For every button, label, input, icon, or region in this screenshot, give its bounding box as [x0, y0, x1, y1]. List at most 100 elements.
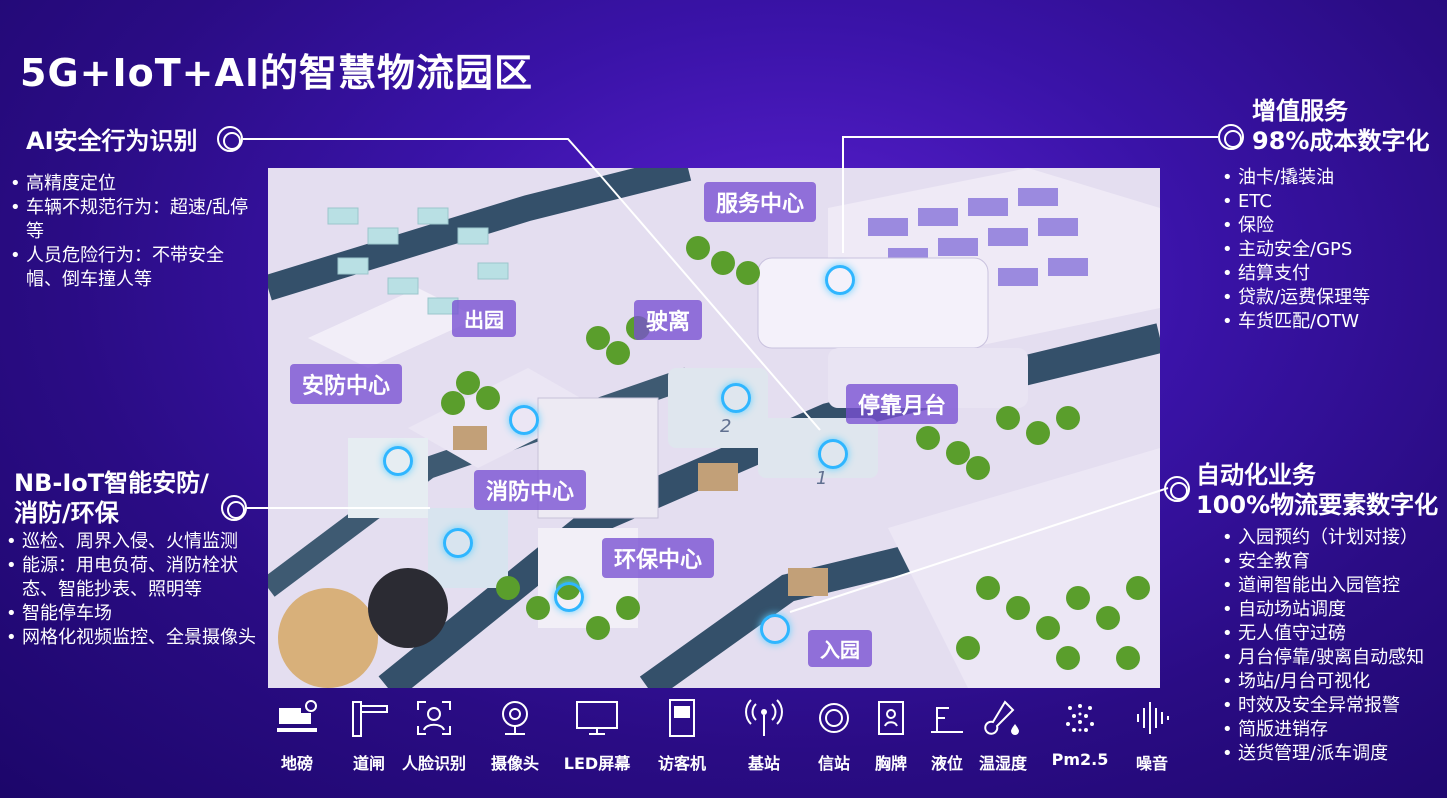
device-item: LED屏幕: [562, 696, 632, 774]
device-item: 胸牌: [856, 696, 926, 774]
device-label: 噪音: [1135, 754, 1168, 773]
location-marker: [818, 439, 848, 469]
value-added-heading-line2: 98%成本数字化: [1252, 127, 1430, 155]
list-item: 送货管理/派车调度: [1218, 742, 1440, 766]
device-item: Pm2.5: [1045, 696, 1115, 769]
nbiot-heading: NB-IoT智能安防/ 消防/环保: [14, 468, 209, 528]
device-label: 访客机: [657, 754, 706, 773]
device-item: 温湿度: [968, 696, 1038, 774]
value-added-heading: 增值服务 98%成本数字化: [1252, 96, 1429, 156]
device-item: 噪音: [1117, 696, 1187, 774]
automation-heading-line2: 100%物流要素数字化: [1196, 491, 1439, 519]
base-station-icon: [729, 696, 799, 740]
device-label: 信站: [817, 754, 850, 773]
ai-safety-heading: AI安全行为识别: [26, 127, 198, 155]
thermometer-icon: [968, 696, 1038, 740]
dock-label: 停靠月台: [846, 384, 959, 424]
automation-heading: 自动化业务 100%物流要素数字化: [1196, 460, 1438, 520]
depart-label: 驶离: [634, 300, 703, 340]
list-item: 自动场站调度: [1218, 598, 1440, 622]
device-icon-bar: 地磅 道闸人脸识别 摄像头 LED屏幕 访客机 基站 信站 胸牌 液位温湿度 Pm2.5 噪音: [262, 696, 1172, 786]
badge-icon: [856, 696, 926, 740]
dock-number-2: 2: [720, 416, 732, 437]
device-label: 道闸: [352, 754, 385, 773]
device-label: 地磅: [280, 754, 313, 773]
device-label: 胸牌: [874, 754, 907, 773]
dock-number-1: 1: [816, 468, 828, 489]
value-added-list: 油卡/撬装油ETC保险主动安全/GPS结算支付贷款/运费保理等车货匹配/OTW: [1218, 166, 1438, 334]
list-item: 主动安全/GPS: [1218, 238, 1438, 262]
device-item: 访客机: [647, 696, 717, 774]
pm25-icon: [1045, 696, 1115, 740]
automation-heading-line1: 自动化业务: [1196, 461, 1316, 489]
list-item: 车货匹配/OTW: [1218, 310, 1438, 334]
list-item: 高精度定位: [6, 172, 258, 196]
list-item: 保险: [1218, 214, 1438, 238]
device-label: LED屏幕: [563, 754, 631, 773]
nbiot-heading-line1: NB-IoT智能安防/: [14, 469, 209, 497]
location-marker: [760, 614, 790, 644]
beacon-icon: [799, 696, 869, 740]
ring-icon: [221, 495, 247, 521]
location-marker: [554, 582, 584, 612]
led-screen-icon: [562, 696, 632, 740]
location-marker: [509, 405, 539, 435]
list-item: ETC: [1218, 190, 1438, 214]
exit-label: 出园: [452, 300, 516, 337]
value-added-heading-line1: 增值服务: [1252, 97, 1348, 125]
list-item: 结算支付: [1218, 262, 1438, 286]
list-item: 简版进销存: [1218, 718, 1440, 742]
liquid-level-icon: [912, 696, 982, 740]
list-item: 人员危险行为：不带安全帽、倒车撞人等: [6, 244, 258, 292]
entry-label: 入园: [808, 630, 872, 667]
device-label: Pm2.5: [1051, 750, 1109, 769]
fire-center-label: 消防中心: [474, 470, 587, 510]
nbiot-heading-line2: 消防/环保: [14, 499, 119, 527]
location-marker: [825, 265, 855, 295]
truck-scale-icon: [262, 696, 332, 740]
location-marker: [383, 446, 413, 476]
ai-safety-list: 高精度定位车辆不规范行为：超速/乱停等人员危险行为：不带安全帽、倒车撞人等: [6, 172, 258, 292]
list-item: 车辆不规范行为：超速/乱停等: [6, 196, 258, 244]
device-item: 人脸识别: [399, 696, 469, 774]
device-label: 液位: [930, 754, 963, 773]
ring-icon: [217, 126, 243, 152]
camera-icon: [480, 696, 550, 740]
ring-icon: [1164, 476, 1190, 502]
list-item: 油卡/撬装油: [1218, 166, 1438, 190]
list-item: 月台停靠/驶离自动感知: [1218, 646, 1440, 670]
page-title: 5G+IoT+AI的智慧物流园区: [20, 51, 534, 95]
device-item: 道闸: [334, 696, 404, 774]
security-center-label: 安防中心: [290, 364, 403, 404]
list-item: 安全教育: [1218, 550, 1440, 574]
device-label: 基站: [747, 754, 780, 773]
list-item: 智能停车场: [2, 602, 268, 626]
list-item: 能源：用电负荷、消防栓状态、智能抄表、照明等: [2, 554, 268, 602]
device-item: 液位: [912, 696, 982, 774]
device-item: 摄像头: [480, 696, 550, 774]
gate-icon: [334, 696, 404, 740]
list-item: 贷款/运费保理等: [1218, 286, 1438, 310]
device-label: 人脸识别: [401, 754, 466, 773]
device-label: 温湿度: [978, 754, 1027, 773]
automation-list: 入园预约（计划对接）安全教育道闸智能出入园管控自动场站调度无人值守过磅月台停靠/…: [1218, 526, 1440, 766]
face-recognition-icon: [399, 696, 469, 740]
list-item: 巡检、周界入侵、火情监测: [2, 530, 268, 554]
device-item: 基站: [729, 696, 799, 774]
park-scene-svg: [268, 168, 1160, 688]
device-item: 信站: [799, 696, 869, 774]
logistics-park-illustration: 服务中心 驶离 出园 安防中心 停靠月台 消防中心 环保中心 入园 2 1: [268, 168, 1160, 688]
location-marker: [443, 528, 473, 558]
nbiot-list: 巡检、周界入侵、火情监测能源：用电负荷、消防栓状态、智能抄表、照明等智能停车场网…: [2, 530, 268, 650]
device-label: 摄像头: [490, 754, 539, 773]
ring-icon: [1218, 124, 1244, 150]
env-center-label: 环保中心: [602, 538, 715, 578]
location-marker: [721, 383, 751, 413]
service-center-label: 服务中心: [704, 182, 817, 222]
list-item: 网格化视频监控、全景摄像头: [2, 626, 268, 650]
list-item: 时效及安全异常报警: [1218, 694, 1440, 718]
list-item: 道闸智能出入园管控: [1218, 574, 1440, 598]
visitor-machine-icon: [647, 696, 717, 740]
list-item: 无人值守过磅: [1218, 622, 1440, 646]
